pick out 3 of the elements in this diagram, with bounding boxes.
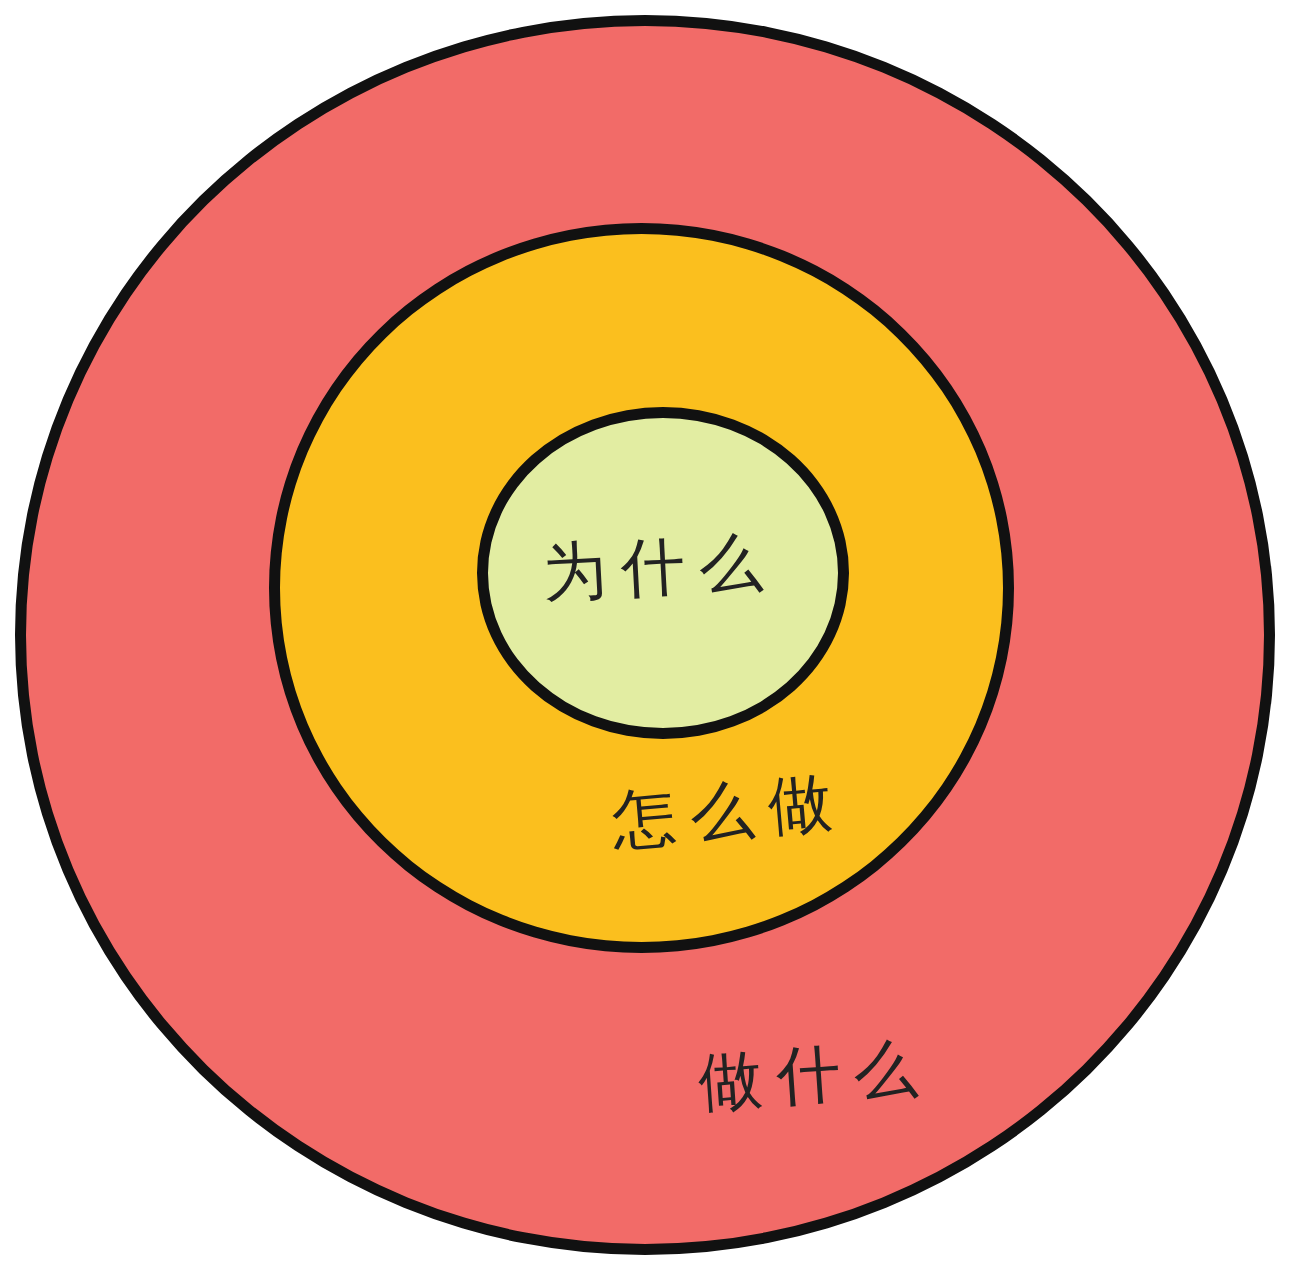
circle-label: 做什么 [695,1031,935,1119]
circle-label: 怎么做 [609,765,849,857]
circle-label: 为什么 [541,525,779,609]
